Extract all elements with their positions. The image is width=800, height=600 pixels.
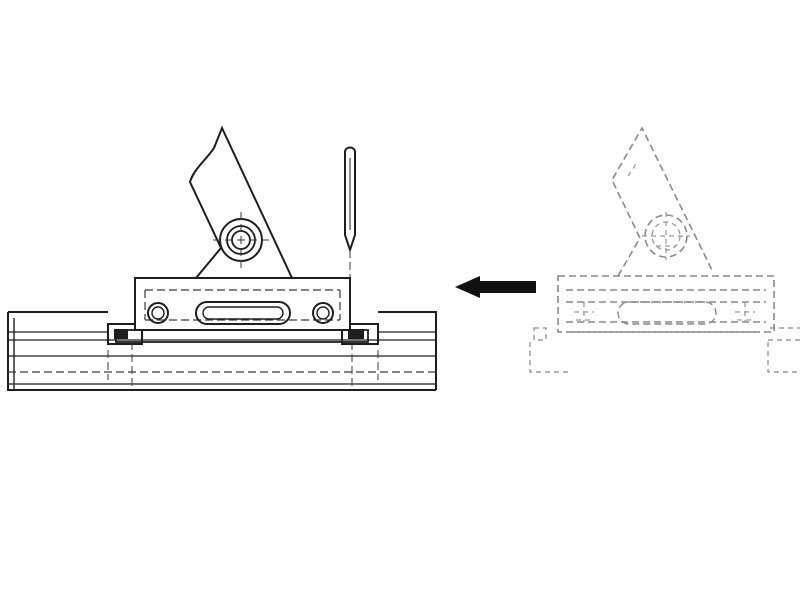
phantom-base-plate: [557, 275, 775, 333]
phantom-lever: [611, 126, 713, 277]
base-plate: [134, 277, 351, 331]
phantom-screw-right: [735, 302, 755, 322]
mounting-screw-right: [312, 302, 334, 324]
mounting-screw-left: [147, 302, 169, 324]
center-slot: [195, 301, 291, 325]
direction-arrow: [455, 276, 536, 298]
clamp-bar: [115, 329, 369, 390]
slot-nut-right: [341, 323, 379, 380]
rail-profile: [7, 311, 437, 391]
phantom-screw-left: [574, 302, 594, 322]
phantom-slot: [617, 301, 717, 325]
phantom-pivot: [642, 212, 690, 260]
phantom-assembly: [529, 126, 800, 373]
slot-nut-left: [107, 323, 143, 380]
locating-pin: [344, 146, 356, 278]
installed-assembly: [7, 125, 437, 391]
pivot-bolt: [213, 212, 269, 268]
phantom-rail: [529, 327, 800, 373]
